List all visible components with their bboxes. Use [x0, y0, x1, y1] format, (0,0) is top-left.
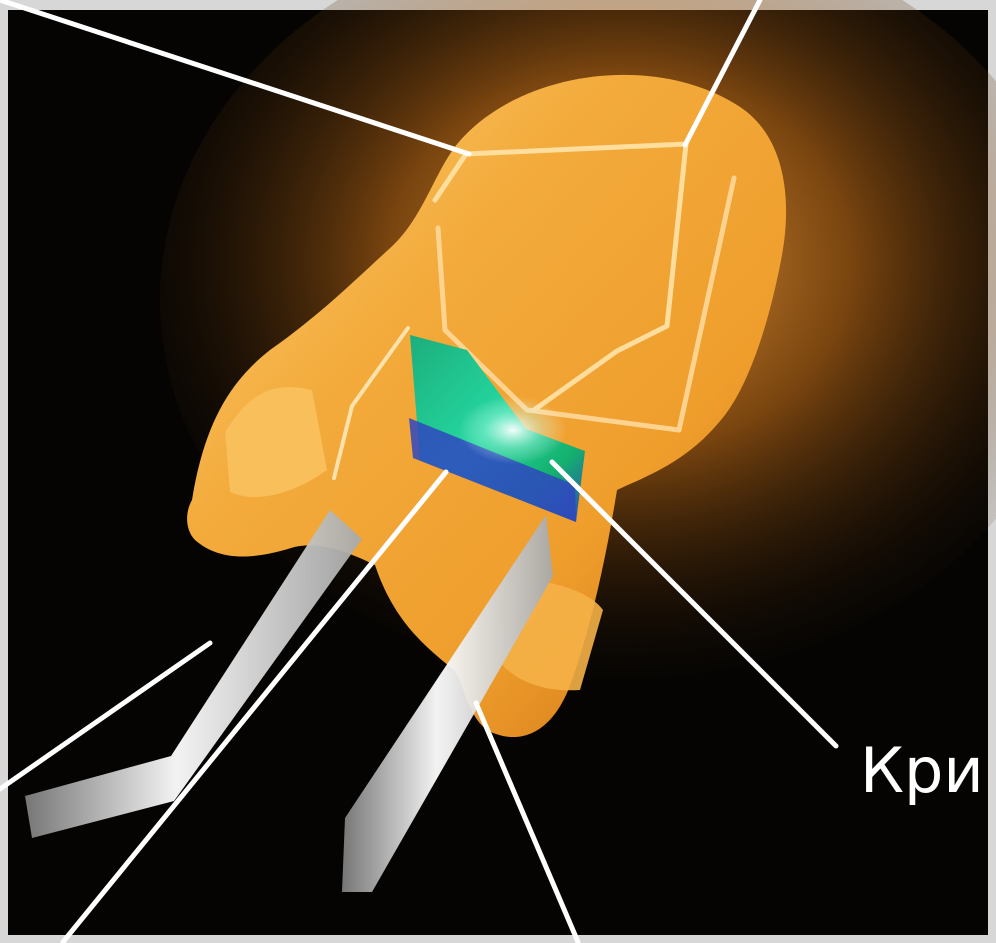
leader-line-bottom-right	[476, 703, 578, 942]
crystal-spark	[459, 396, 567, 464]
crystal-label: Кри	[860, 740, 984, 802]
left-lead	[25, 510, 362, 838]
